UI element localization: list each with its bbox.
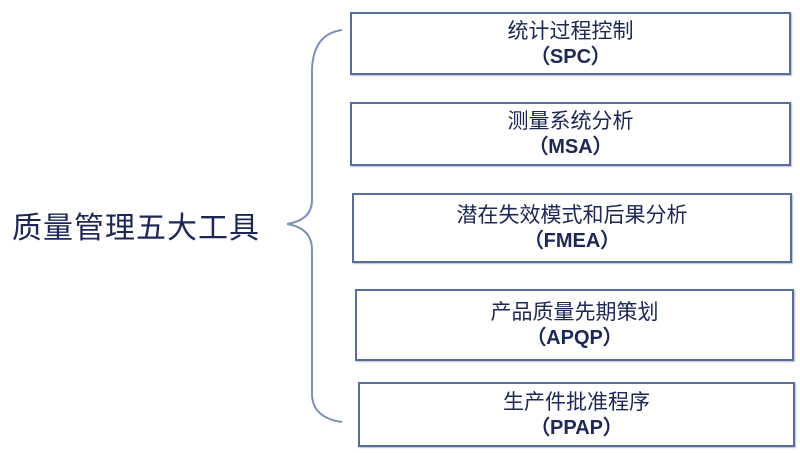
tool-name: 生产件批准程序 <box>503 389 650 414</box>
tool-box-spc: 统计过程控制 （SPC） <box>350 12 791 75</box>
tool-box-ppap: 生产件批准程序 （PPAP） <box>358 382 795 447</box>
tool-box-msa: 测量系统分析 （MSA） <box>350 102 791 166</box>
tool-name: 测量系统分析 <box>507 109 634 133</box>
tool-name: 潜在失效模式和后果分析 <box>456 203 688 227</box>
diagram-title: 质量管理五大工具 <box>12 211 260 246</box>
tool-abbr: （APQP） <box>526 327 623 349</box>
tool-abbr: （SPC） <box>529 45 612 68</box>
tool-name: 产品质量先期策划 <box>490 300 659 324</box>
tool-abbr: （MSA） <box>528 136 613 158</box>
tool-box-apqp: 产品质量先期策划 （APQP） <box>355 289 794 361</box>
tool-abbr: （FMEA） <box>523 230 621 252</box>
tool-abbr: （PPAP） <box>530 416 623 439</box>
tool-name: 统计过程控制 <box>507 18 634 43</box>
tool-box-fmea: 潜在失效模式和后果分析 （FMEA） <box>352 193 792 263</box>
